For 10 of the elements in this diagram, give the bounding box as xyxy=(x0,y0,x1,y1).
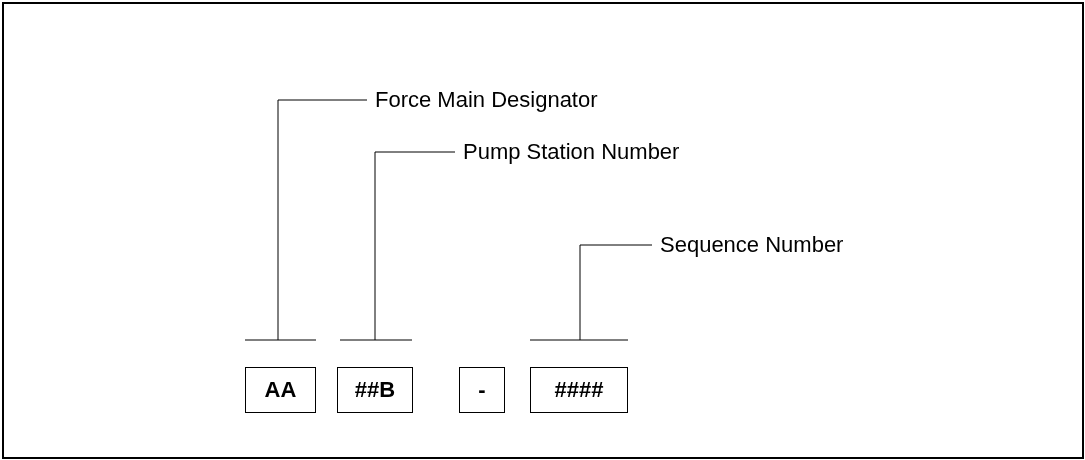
callout-label: Pump Station Number xyxy=(463,139,680,165)
code-field: AA xyxy=(245,367,316,413)
callout-label: Sequence Number xyxy=(660,232,844,258)
leader-line xyxy=(277,99,368,341)
code-field: - xyxy=(459,367,505,413)
code-field: #### xyxy=(530,367,628,413)
leader-line xyxy=(374,151,456,341)
code-field: ##B xyxy=(337,367,413,413)
leader-line xyxy=(579,244,653,341)
callout-label: Force Main Designator xyxy=(375,87,598,113)
